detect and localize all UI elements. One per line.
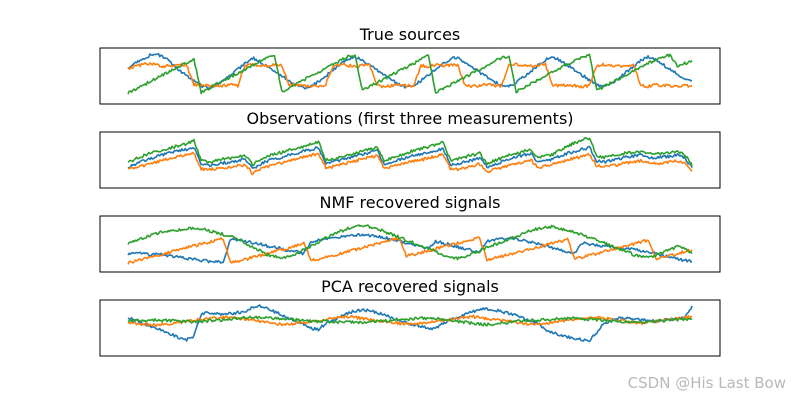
series-line-3 <box>127 137 693 167</box>
panel-observations: Observations (first three measurements) <box>99 109 721 189</box>
panel-pca-recovered: PCA recovered signals <box>99 277 721 357</box>
axes-frame <box>99 47 721 105</box>
series-line-1 <box>127 145 693 169</box>
panel-title: PCA recovered signals <box>321 277 499 296</box>
series-line-2 <box>127 151 693 176</box>
series-group <box>127 137 693 176</box>
series-group <box>127 304 693 343</box>
axes-frame <box>99 131 721 189</box>
watermark-text: CSDN @His Last Bow <box>627 374 786 392</box>
series-line-3 <box>127 224 693 261</box>
series-line-2 <box>127 236 693 265</box>
axes-frame <box>99 299 721 357</box>
panel-nmf-recovered: NMF recovered signals <box>99 193 721 273</box>
series-line-2 <box>127 314 692 328</box>
series-line-3 <box>127 315 693 327</box>
panel-true-sources: True sources <box>99 25 721 105</box>
axes-frame <box>99 215 721 273</box>
panel-title: Observations (first three measurements) <box>246 109 573 128</box>
panel-title: True sources <box>359 25 461 44</box>
series-group <box>127 52 693 95</box>
series-group <box>127 224 693 265</box>
series-line-1 <box>127 233 693 264</box>
panel-title: NMF recovered signals <box>319 193 500 212</box>
series-line-2 <box>127 61 693 89</box>
series-line-3 <box>127 53 693 95</box>
